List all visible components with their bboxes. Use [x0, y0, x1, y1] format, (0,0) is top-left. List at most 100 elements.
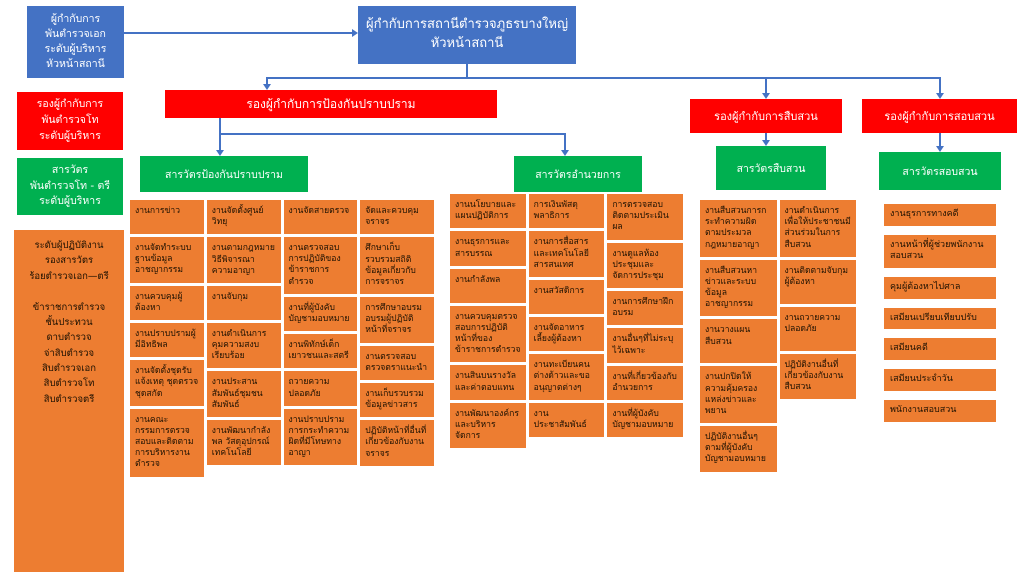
- connector-line: [939, 133, 941, 146]
- duties-interrogation-group: งานธุรการทางคดีงานหน้าที่ผู้ช่วยพนักงานส…: [884, 204, 996, 422]
- legend-deputy-box: รองผู้กำกับการพันตำรวจโทระดับผู้บริหาร: [17, 92, 123, 150]
- text-line: ผู้กำกับการสถานีตำรวจภูธรบางใหญ่: [365, 17, 569, 33]
- deputy-interrogation-label: รองผู้กำกับการสอบสวน: [884, 110, 995, 123]
- inspector-investigation-label: สารวัตรสืบสวน: [736, 162, 806, 175]
- duty-cell: การศึกษาอบรมอบรมผู้ปฏิบัติหน้าที่จราจร: [360, 297, 434, 343]
- duty-cell: งานตามกฎหมายวิธีพิจารณาความอาญา: [206, 237, 281, 283]
- deputy-prevention-label: รองผู้กำกับการป้องกันปราบปราม: [246, 96, 416, 111]
- duty-cell: งานปราบปรามการกระทำความผิดที่มีโทษทางอาญ…: [283, 408, 358, 466]
- duty-cell: งานประชาสัมพันธ์: [528, 402, 605, 438]
- text-line: จ่าสิบตำรวจ: [43, 347, 95, 359]
- duty-cell: ปฏิบัติงานอื่นที่เกี่ยวข้องกับงานสืบสวน: [779, 353, 856, 400]
- inspector-administration-box: สารวัตรอำนวยการ: [514, 156, 642, 192]
- duty-cell: งานทะเบียนคนต่างด้าวและขออนุญาตต่างๆ: [528, 354, 605, 400]
- deputy-investigation-label: รองผู้กำกับการสืบสวน: [714, 110, 818, 123]
- duty-cell: งานธุรการทางคดี: [884, 204, 996, 226]
- text-line: ข้าราชการตำรวจ: [32, 301, 106, 313]
- text-line: รองผู้กำกับการ: [36, 98, 104, 111]
- deputy-investigation-box: รองผู้กำกับการสืบสวน: [690, 99, 842, 133]
- text-line: ดาบตำรวจ: [46, 332, 92, 344]
- inspector-investigation-box: สารวัตรสืบสวน: [716, 146, 826, 190]
- duty-cell: งานสืบสวนหาข่าวและระบบข้อมูลอาชญากรรม: [700, 259, 777, 317]
- duty-cell: พนักงานสอบสวน: [884, 399, 996, 422]
- legend-superintendent-box: ผู้กำกับการพันตำรวจเอกระดับผู้บริหารหัวห…: [27, 6, 124, 78]
- duty-column: จัดและควบคุมจราจรศึกษาเก็บรวบรวมสถิติข้อ…: [360, 200, 434, 466]
- duty-column: งานนโยบายและแผนปฏิบัติการงานธุรการและสาร…: [450, 194, 526, 449]
- text-line: สิบตำรวจเอก: [41, 363, 97, 374]
- inspector-administration-label: สารวัตรอำนวยการ: [535, 168, 621, 181]
- connector-arrow: [936, 146, 944, 152]
- text-line: หัวหน้าสถานี: [430, 36, 504, 51]
- duty-cell: งานที่ผู้บังคับบัญชามอบหมาย: [283, 296, 358, 332]
- duty-cell: เสมียนคดี: [884, 338, 996, 361]
- connector-arrow: [263, 84, 271, 90]
- duty-column: งานสืบสวนการกระทำความผิดตามประมวลกฎหมายอ…: [700, 200, 777, 472]
- duty-cell: เสมียนประจำวัน: [884, 369, 996, 391]
- duty-cell: งานดูแลห้องประชุมและจัดการประชุม: [607, 242, 684, 289]
- duty-cell: งานพัฒนากำลังพล วัสดุอุปกรณ์เทคโนโลยี: [206, 419, 281, 466]
- duty-cell: ถวายความปลอดภัย: [283, 371, 358, 406]
- connector-arrow: [936, 93, 944, 99]
- duty-cell: งานหน้าที่ผู้ช่วยพนักงานสอบสวน: [884, 234, 996, 269]
- text-line: ระดับผู้บริหาร: [39, 129, 101, 142]
- duty-cell: งานจัดตั้งศูนย์วิทยุ: [206, 200, 281, 235]
- text-line: พันตำรวจเอก: [45, 27, 106, 40]
- connector-arrow: [216, 150, 224, 156]
- inspector-prevention-label: สารวัตรป้องกันปราบปราม: [165, 168, 283, 181]
- connector-arrow: [762, 140, 770, 146]
- duty-cell: งานการข่าว: [130, 200, 204, 234]
- duty-cell: งานประสานสัมพันธ์ชุมชนสัมพันธ์: [206, 371, 281, 417]
- duty-cell: งานควบคุมผู้ต้องหา: [130, 285, 204, 320]
- duty-column: งานจัดตั้งศูนย์วิทยุงานตามกฎหมายวิธีพิจา…: [206, 200, 281, 466]
- duty-cell: จัดและควบคุมจราจร: [360, 200, 434, 235]
- connector-line: [939, 77, 941, 93]
- duty-cell: การเงินพัสดุพลาธิการ: [528, 194, 605, 229]
- duties-prevention-group: งานการข่าวงานจัดทำระบบฐานข้อมูลอาชญากรรม…: [130, 200, 434, 477]
- deputy-interrogation-box: รองผู้กำกับการสอบสวน: [862, 99, 1017, 133]
- connector-arrow: [561, 150, 569, 156]
- connector-arrow: [352, 29, 358, 37]
- connector-line: [124, 32, 356, 34]
- duty-cell: งานอื่นๆที่ไม่ระบุไว้เฉพาะ: [607, 328, 684, 363]
- duty-cell: งานติดตามจับกุมผู้ต้องหา: [779, 259, 856, 304]
- inspector-interrogation-label: สารวัตรสอบสวน: [902, 165, 978, 178]
- text-line: หัวหน้าสถานี: [46, 58, 105, 71]
- connector-line: [765, 133, 767, 141]
- inspector-interrogation-box: สารวัตรสอบสวน: [879, 152, 1001, 190]
- connector-arrow: [762, 93, 770, 99]
- inspector-prevention-box: สารวัตรป้องกันปราบปราม: [140, 156, 308, 192]
- legend-operations-box: ระดับผู้ปฏิบัติงานรองสารวัตรร้อยตำรวจเอก…: [14, 230, 124, 572]
- legend-inspector-box: สารวัตรพันตำรวจโท - ตรีระดับผู้บริหาร: [17, 158, 123, 215]
- duty-cell: เสมียนเปรียบเทียบปรับ: [884, 307, 996, 330]
- duty-cell: ปฏิบัติงานอื่นๆ ตามที่ผู้บังคับบัญชามอบห…: [700, 426, 777, 472]
- text-line: พันตำรวจโท - ตรี: [30, 179, 110, 192]
- connector-line: [266, 77, 941, 79]
- duty-cell: งานดำเนินการคุมความสงบเรียบร้อย: [206, 322, 281, 369]
- duty-column: การเงินพัสดุพลาธิการงานการสื่อสารและเทคโ…: [528, 194, 605, 438]
- duty-cell: งานสืบสวนการกระทำความผิดตามประมวลกฎหมายอ…: [700, 200, 777, 257]
- duty-cell: งานที่เกี่ยวข้องกับอำนวยการ: [607, 365, 684, 401]
- duty-cell: งานจัดสายตรวจ: [283, 200, 358, 234]
- duty-column: งานการข่าวงานจัดทำระบบฐานข้อมูลอาชญากรรม…: [130, 200, 204, 477]
- duty-cell: ปฏิบัติหน้าที่อื่นที่เกี่ยวข้องกับงานจรา…: [360, 420, 434, 466]
- duty-column: การตรวจสอบติดตามประเมินผลงานดูแลห้องประช…: [607, 194, 684, 438]
- duty-cell: งานคณะกรรมการตรวจสอบและติดตามการบริหารงา…: [130, 408, 204, 477]
- text-line: สารวัตร: [51, 163, 89, 176]
- text-line: พันตำรวจโท: [41, 114, 99, 127]
- duty-cell: งานตรวจสอบตรวจตราแนะนำ: [360, 345, 434, 380]
- duty-cell: งานการศึกษาฝึกอบรม: [607, 291, 684, 326]
- duty-cell: งานพัฒนาองค์กรและบริหารจัดการ: [450, 402, 526, 449]
- duty-cell: งานควบคุมตรวจสอบการปฏิบัติหน้าที่ของข้าร…: [450, 305, 526, 363]
- text-line: ผู้กำกับการ: [50, 12, 101, 25]
- duty-column: งานธุรการทางคดีงานหน้าที่ผู้ช่วยพนักงานส…: [884, 204, 996, 422]
- duty-cell: งานการสื่อสารและเทคโนโลยีสารสนเทศ: [528, 231, 605, 277]
- duty-cell: งานถวายความปลอดภัย: [779, 306, 856, 351]
- text-line: [18, 284, 120, 299]
- duty-cell: งานนโยบายและแผนปฏิบัติการ: [450, 194, 526, 229]
- text-line: ระดับผู้ปฏิบัติงาน: [34, 240, 104, 251]
- duty-cell: งานพิทักษ์เด็กเยาวชนและสตรี: [283, 334, 358, 369]
- text-line: ชั้นประทวน: [45, 316, 93, 328]
- connector-line: [219, 133, 565, 135]
- duty-cell: งานธุรการและสารบรรณ: [450, 231, 526, 266]
